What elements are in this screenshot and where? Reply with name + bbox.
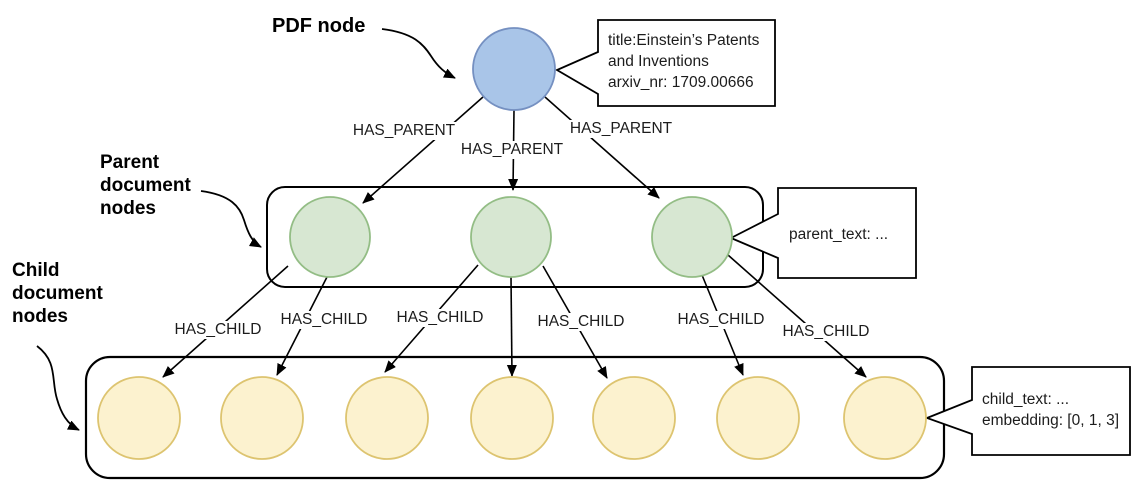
child-node-circle-5 — [592, 376, 676, 460]
parent-node-circle-1 — [289, 196, 371, 278]
has-child-edge-label: HAS_CHILD — [535, 313, 627, 331]
pdf-properties-text: title:Einstein’s Patents and Inventions … — [608, 32, 760, 91]
pdf-node-circle — [472, 27, 556, 111]
has-child-edge-4 — [506, 276, 517, 377]
child-node-circle-2 — [220, 376, 304, 460]
child-node-circle-4 — [470, 376, 554, 460]
parent-properties-text: parent_text: ... — [789, 226, 889, 243]
parent-node-circle-2 — [470, 196, 552, 278]
child-nodes-label: Child document nodes — [12, 260, 103, 327]
has-child-edge-label: HAS_CHILD — [278, 311, 370, 329]
child-node-circle-3 — [345, 376, 429, 460]
has-parent-edge-3 — [544, 96, 660, 199]
has-parent-edge-label: HAS_PARENT — [350, 122, 458, 140]
has-child-edge-label: HAS_CHILD — [780, 323, 872, 341]
parent-properties-callout — [728, 187, 917, 279]
pdf-node-label: PDF node — [272, 15, 366, 37]
has-child-edge-label: HAS_CHILD — [172, 321, 264, 339]
pdf-properties-callout — [555, 19, 776, 107]
has-parent-edge-label: HAS_PARENT — [458, 141, 566, 159]
parent-node-circle-3 — [651, 196, 733, 278]
child-node-circle-7 — [843, 376, 927, 460]
has-parent-edge-1 — [362, 96, 484, 204]
child-node-circle-1 — [97, 376, 181, 460]
parent-nodes-annotation-arrow — [200, 190, 262, 248]
child-nodes-annotation-arrow — [36, 345, 80, 431]
parent-nodes-label: Parent document nodes — [100, 152, 191, 219]
has-child-edge-label: HAS_CHILD — [675, 311, 767, 329]
child-properties-text: child_text: ... embedding: [0, 1, 3] — [982, 391, 1120, 429]
has-parent-edge-label: HAS_PARENT — [567, 120, 675, 138]
has-child-edge-label: HAS_CHILD — [394, 309, 486, 327]
child-properties-callout — [924, 366, 1131, 456]
pdf-node-annotation-arrow — [381, 28, 456, 79]
child-node-circle-6 — [716, 376, 800, 460]
has-child-edge-7 — [727, 254, 867, 378]
